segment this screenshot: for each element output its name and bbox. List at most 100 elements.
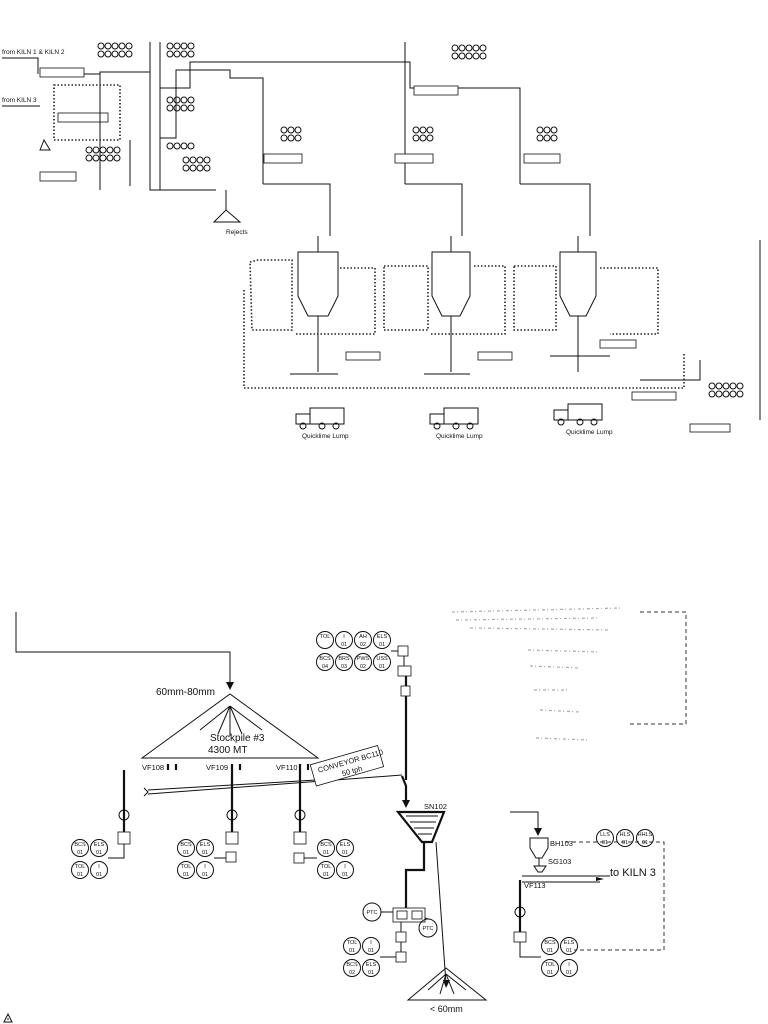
vf108-instrument-cluster: BCS 01 ELS 01 TOL 01 I 01: [71, 839, 125, 879]
sn-i: I: [370, 940, 372, 946]
sn-els-num: 01: [368, 970, 374, 976]
vf109-bcs: BCS: [180, 842, 192, 848]
tag-uss-num: 01: [379, 664, 385, 670]
tag-pws-num: 02: [360, 664, 366, 670]
vf108-bcs: BCS: [74, 842, 86, 848]
truck-1: [295, 407, 345, 430]
vf113-tol-num: 01: [547, 970, 553, 976]
vf108-bcs-num: 01: [77, 850, 83, 856]
vf113-bcs-num: 01: [547, 948, 553, 954]
tag-lls: LLS: [600, 832, 610, 838]
tag-i: I: [343, 634, 345, 640]
vf108-i: I: [98, 864, 100, 870]
vf109-i-num: 01: [202, 872, 208, 878]
vf110-tol: TOL: [321, 864, 332, 870]
vf110-i: I: [344, 864, 346, 870]
bin-label: BH103: [550, 839, 573, 848]
vf108-els: ELS: [94, 842, 105, 848]
vf108-tol: TOL: [75, 864, 86, 870]
gate-label: SG103: [548, 857, 571, 866]
tag-hhls-num: 01: [642, 840, 648, 846]
product-label-3: Quicklime Lump: [566, 429, 613, 436]
lower-diagram: 60mm-80mm Stockpile #3 4300 MT VF108 VF1…: [3, 607, 687, 1023]
vf113-i: I: [568, 962, 570, 968]
tag-hhls: HHLS: [638, 832, 653, 838]
vf113-instrument-cluster: BCS 01 ELS 01 TOL 01 I 01: [519, 937, 578, 977]
vf110-bcs: BCS: [320, 842, 332, 848]
silos: [263, 183, 597, 372]
product-label-2: Quicklime Lump: [436, 433, 483, 440]
tag-els-num: 01: [379, 642, 385, 648]
sn-bcs: BCS: [346, 962, 358, 968]
screen-label: SN102: [424, 802, 447, 811]
tag-i-num: 01: [341, 642, 347, 648]
tag-bcs: BCS: [319, 656, 331, 662]
feeder-vf108: VF108: [142, 763, 164, 772]
undersize-pile: < 60mm: [406, 967, 488, 1014]
tag-hls-num: 01: [622, 840, 628, 846]
sn-i-num: 01: [368, 948, 374, 954]
vf109-instrument-cluster: BCS 01 ELS 01 TOL 01 I 01: [177, 839, 237, 879]
truck-3: [553, 403, 603, 426]
tag-tol: TOL: [320, 634, 331, 640]
undersize-label: < 60mm: [430, 1004, 463, 1014]
vf109-els-num: 01: [202, 850, 208, 856]
upper-diagram: from KILN 1 & KILN 2 from KILN 3: [2, 42, 761, 440]
vf110-i-num: 01: [342, 872, 348, 878]
source-kiln-1-2-label: from KILN 1 & KILN 2: [2, 49, 65, 56]
feeder-vf110: VF110: [276, 763, 298, 772]
tag-hls: HLS: [620, 832, 631, 838]
sn-bcs-num: 02: [349, 970, 355, 976]
screen-instrument-cluster: TOL 01 I 01 BCS 02 ELS 01: [343, 937, 396, 977]
vf113-els-num: 01: [566, 948, 572, 954]
top-instrument-cluster: TOL I 01 AH 02 ELS 01 BCS 04 BRS 03 PWS …: [316, 631, 412, 780]
vf109-tol: TOL: [181, 864, 192, 870]
vf108-i-num: 01: [96, 872, 102, 878]
tag-brs: BRS: [338, 656, 350, 662]
sn-tol-num: 01: [349, 948, 355, 954]
vf110-bcs-num: 01: [323, 850, 329, 856]
screen-drive: PTC PTC: [362, 902, 438, 963]
vf113-bcs: BCS: [544, 940, 556, 946]
vf110-els-num: 01: [342, 850, 348, 856]
truck-2: [429, 407, 479, 430]
tag-uss: USS: [376, 656, 388, 662]
bin-bh103: BH103 SG103 VF113 to KILN 3: [510, 811, 665, 951]
upper-instrument-circles: [85, 42, 558, 172]
vf109-tol-num: 01: [183, 872, 189, 878]
tag-bcs-num: 04: [322, 664, 328, 670]
screen-sn102: SN102: [395, 775, 450, 988]
vf110-instrument-cluster: BCS 01 ELS 01 TOL 01 I 01: [293, 839, 354, 879]
rejects-label: Rejects: [226, 229, 248, 236]
feeder-vf113: VF113: [524, 881, 546, 890]
feeder-vf109: VF109: [206, 763, 228, 772]
vf113-i-num: 01: [566, 970, 572, 976]
stockpile-name: Stockpile #3: [210, 733, 265, 744]
redacted-area: [451, 607, 687, 741]
vf113-els: ELS: [564, 940, 575, 946]
source-kiln-3-label: from KILN 3: [2, 97, 37, 104]
sn-els: ELS: [366, 962, 377, 968]
destination-label: to KILN 3: [610, 867, 656, 879]
stockpile: 60mm-80mm Stockpile #3 4300 MT: [140, 687, 320, 759]
vf113-tol: TOL: [545, 962, 556, 968]
tag-lls-num: 01: [602, 840, 608, 846]
product-label-1: Quicklime Lump: [302, 433, 349, 440]
ptc-left-label: PTC: [367, 910, 378, 916]
vf110-els: ELS: [340, 842, 351, 848]
vf108-els-num: 01: [96, 850, 102, 856]
vf109-i: I: [204, 864, 206, 870]
tag-ah-num: 02: [360, 642, 366, 648]
bin-instrument-cluster: LLS 01 HLS 01 HHLS 01: [596, 829, 654, 847]
size-range-label: 60mm-80mm: [156, 687, 215, 698]
vf109-els: ELS: [200, 842, 211, 848]
stockpile-capacity: 4300 MT: [208, 745, 247, 756]
tag-els: ELS: [377, 634, 388, 640]
vf108-tol-num: 01: [77, 872, 83, 878]
tag-brs-num: 03: [341, 664, 347, 670]
vf110-tol-num: 01: [323, 872, 329, 878]
ptc-right-label: PTC: [423, 926, 434, 932]
sn-tol: TOL: [347, 940, 358, 946]
tag-pws: PWS: [357, 656, 370, 662]
